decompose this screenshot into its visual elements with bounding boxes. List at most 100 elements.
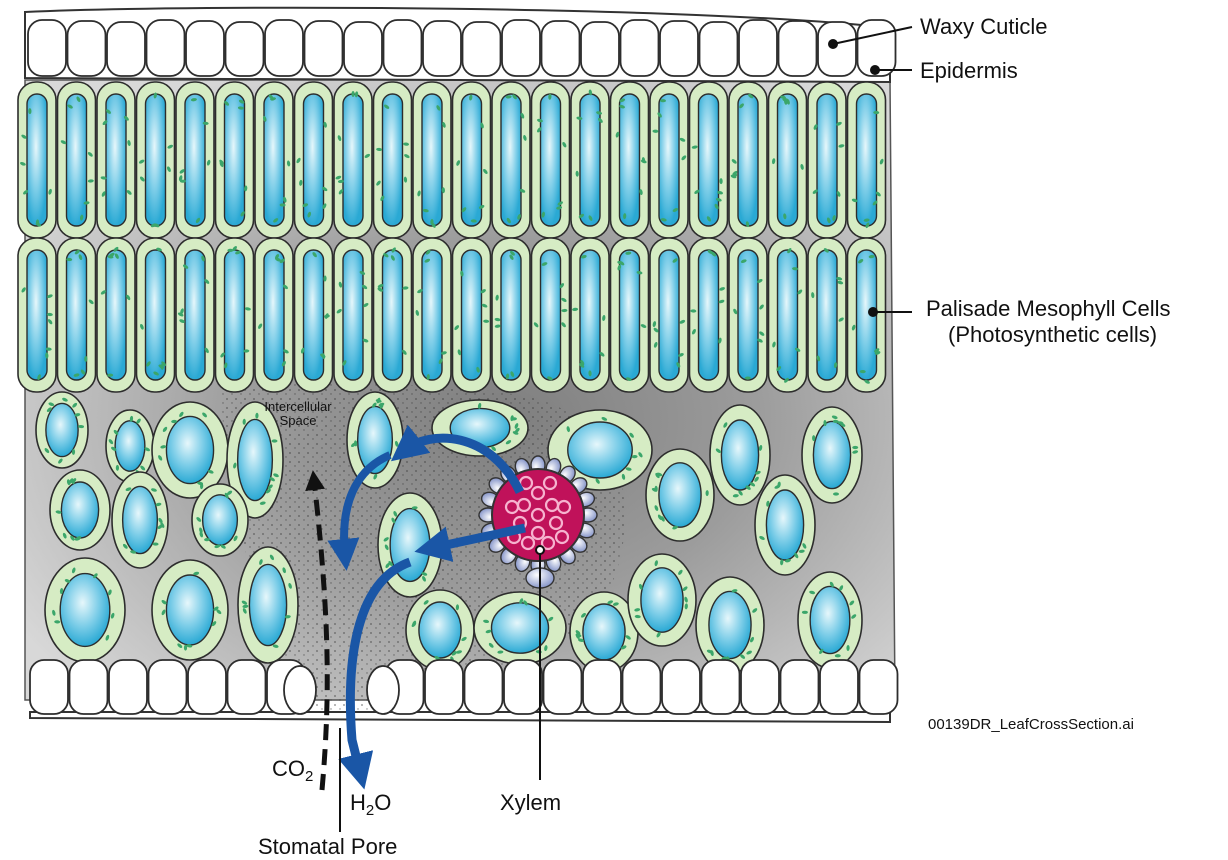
vacuole — [115, 421, 145, 471]
epidermis-cell — [581, 22, 619, 76]
vacuole — [738, 94, 758, 226]
epidermis-cell — [147, 20, 185, 76]
palisade-cell — [176, 238, 214, 392]
vacuole — [766, 490, 803, 560]
spongy-cell — [474, 592, 566, 664]
palisade-cell — [611, 238, 649, 392]
epidermis-cell — [583, 660, 621, 714]
vacuole — [304, 250, 324, 380]
intercellular-space-label: Intercellular Space — [253, 400, 343, 428]
vacuole — [166, 575, 213, 645]
epidermis-cell — [226, 22, 264, 76]
palisade-cell — [650, 82, 688, 238]
spongy-cell — [646, 449, 714, 541]
spongy-cell — [50, 470, 110, 550]
palisade-cell — [848, 82, 886, 238]
vacuole — [383, 250, 403, 380]
palisade-cell — [295, 238, 333, 392]
palisade-cell — [532, 82, 570, 238]
palisade-cell — [137, 82, 175, 238]
spongy-cell — [710, 405, 770, 505]
palisade-cell — [769, 238, 807, 392]
palisade-cell — [334, 82, 372, 238]
vacuole — [46, 403, 78, 456]
vacuole — [501, 250, 521, 380]
vacuole — [422, 250, 442, 380]
vacuole — [146, 94, 166, 226]
co2-base: CO — [272, 756, 305, 781]
palisade-cell — [334, 238, 372, 392]
epidermis-cell — [188, 660, 226, 714]
vacuole — [123, 486, 158, 553]
spongy-cell — [238, 547, 298, 663]
palisade-cell — [453, 82, 491, 238]
chloroplast — [280, 203, 286, 206]
epidermis-cell — [739, 20, 777, 76]
epidermis-cell — [70, 660, 108, 714]
epidermis-cell — [662, 660, 700, 714]
vacuole — [620, 94, 640, 226]
vacuole — [620, 250, 640, 380]
epidermis-cell — [779, 21, 817, 76]
palisade-cell — [729, 82, 767, 238]
epidermis-label: Epidermis — [920, 58, 1018, 84]
vacuole — [659, 250, 679, 380]
epidermis-cell — [544, 660, 582, 714]
spongy-cell — [802, 407, 862, 503]
vacuole — [225, 250, 245, 380]
vacuole — [27, 250, 47, 380]
spongy-cell — [696, 577, 764, 673]
epidermis-cell — [305, 21, 343, 76]
palisade-cell — [374, 82, 412, 238]
palisade-cell — [216, 82, 254, 238]
vacuole — [166, 416, 213, 483]
spongy-cell — [628, 554, 696, 646]
filename-label: 00139DR_LeafCrossSection.ai — [928, 716, 1134, 733]
vacuole — [709, 591, 751, 658]
epidermis-cell — [741, 660, 779, 714]
palisade-cell — [255, 82, 293, 238]
palisade-cell — [611, 82, 649, 238]
vacuole — [185, 250, 205, 380]
epidermis-cell — [621, 20, 659, 76]
vacuole — [383, 94, 403, 226]
vacuole — [249, 564, 286, 645]
vacuole — [721, 420, 758, 490]
epidermis-cell — [423, 21, 461, 76]
epidermis-cell — [818, 22, 856, 76]
spongy-cell — [347, 392, 403, 488]
epidermis-cell — [186, 21, 224, 76]
epidermis-cell — [702, 660, 740, 714]
vacuole — [580, 94, 600, 226]
intercellular-line2: Space — [253, 414, 343, 428]
vacuole — [422, 94, 442, 226]
co2-subscript: 2 — [305, 768, 313, 785]
palisade-cell — [690, 82, 728, 238]
palisade-label-line1: Palisade Mesophyll Cells — [926, 296, 1171, 322]
palisade-cell — [216, 238, 254, 392]
spongy-cell — [406, 590, 474, 670]
epidermis-cell — [860, 660, 898, 714]
vacuole — [419, 602, 461, 658]
palisade-cell — [97, 238, 135, 392]
vacuole — [659, 94, 679, 226]
vacuole — [462, 250, 482, 380]
epidermis-cell — [265, 20, 303, 76]
palisade-cell — [58, 238, 96, 392]
epidermis-cell — [109, 660, 147, 714]
vacuole — [541, 250, 561, 380]
vacuole — [641, 568, 683, 632]
spongy-cell — [36, 392, 88, 468]
vacuole — [817, 250, 837, 380]
h2o-label: H2O — [350, 790, 391, 816]
vacuole — [61, 482, 98, 538]
vacuole — [203, 495, 238, 545]
epidermis-cell — [228, 660, 266, 714]
vacuole — [60, 574, 110, 647]
co2-label: CO2 — [272, 756, 313, 782]
epidermis-cell — [344, 22, 382, 76]
palisade-cell — [97, 82, 135, 238]
vacuole — [67, 94, 87, 226]
spongy-cell — [45, 558, 125, 662]
palisade-cell — [492, 82, 530, 238]
